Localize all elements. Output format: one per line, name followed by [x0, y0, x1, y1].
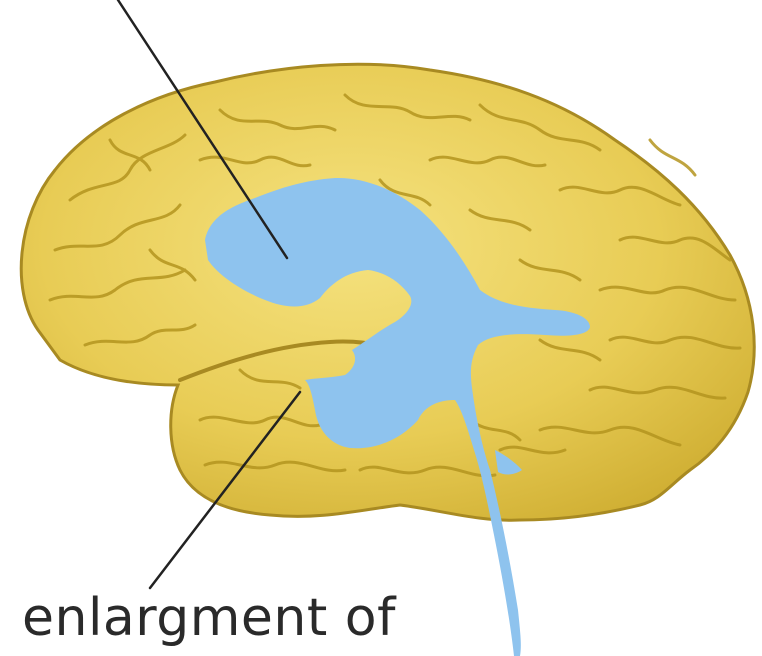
caption-label: enlargment of — [22, 588, 396, 648]
